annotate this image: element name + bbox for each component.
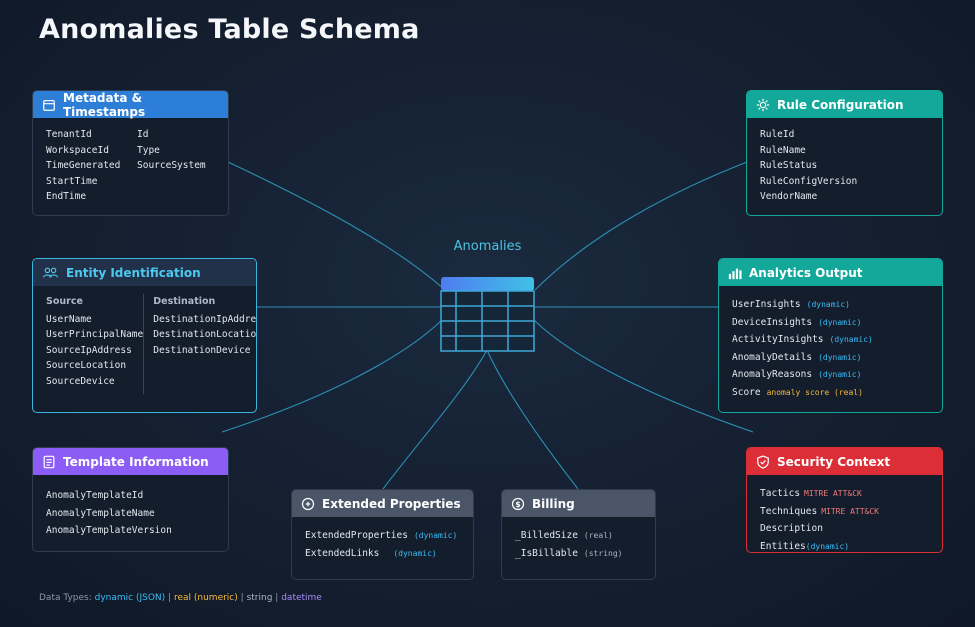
data-types-legend: Data Types: dynamic (JSON) | real (numer… [39,593,322,603]
field: TenantId [46,129,92,140]
security-header: Security Context [747,448,942,475]
field: DestinationDevice [153,344,251,356]
legend-sep: | [240,593,244,603]
field: SourceDevice [46,375,115,387]
analytics-title: Analytics Output [749,265,863,280]
destination-header: Destination [153,296,216,307]
security-title: Security Context [777,454,891,469]
calendar-icon [43,99,55,111]
metadata-title: Metadata & Timestamps [63,90,146,119]
field: AnomalyTemplateVersion [46,525,172,536]
metadata-card: Metadata & Timestamps TenantId Workspace… [32,90,229,216]
gear-icon [756,98,770,111]
field: StartTime [46,175,98,187]
page-title: Anomalies Table Schema [39,14,420,45]
field: DestinationLocation [153,329,257,340]
field: Id [137,129,149,140]
entity-title: Entity Identification [66,265,201,280]
metadata-header: Metadata & Timestamps [33,90,228,119]
template-header: Template Information [33,448,228,475]
connector-security [533,319,754,433]
legend-sep: | [275,593,279,603]
legend-dynamic: dynamic (JSON) [94,593,166,603]
legend-prefix: Data Types: [39,593,92,603]
field: RuleId [760,129,795,140]
field: EndTime [46,191,87,202]
field: ExtendedProperties(dynamic) [305,530,458,541]
document-icon [43,455,55,468]
field: DestinationIpAddress [153,313,257,325]
billing-header: $ Billing [502,490,655,517]
field: UserPrincipalName [46,329,144,340]
field: SourceSystem [137,160,206,171]
connector-billing [486,349,579,490]
connector-template [221,319,443,433]
field: UserInsights(dynamic) [732,299,850,310]
field: TimeGenerated [46,160,121,171]
extended-header: Extended Properties [292,490,473,517]
field: _IsBillable(string) [515,547,623,559]
extended-card: Extended Properties ExtendedProperties(d… [291,489,474,580]
legend-sep: | [168,593,172,603]
field: WorkspaceId [46,144,109,156]
template-card: Template Information AnomalyTemplateId A… [32,447,229,552]
rule-card: Rule Configuration RuleId RuleName RuleS… [746,90,943,216]
field: RuleConfigVersion [760,175,858,187]
billing-title: Billing [532,496,575,511]
bar-chart-icon [728,268,742,279]
field: _BilledSize(real) [515,530,613,541]
field: UserName [46,313,92,325]
connector-rule [534,161,748,291]
field: AnomalyReasons(dynamic) [732,369,862,380]
analytics-header: Analytics Output [719,259,942,286]
field: DeviceInsights(dynamic) [732,316,862,328]
field: AnomalyDetails(dynamic) [732,351,862,363]
analytics-card: Analytics Output UserInsights(dynamic) D… [718,258,943,413]
rule-title: Rule Configuration [777,97,904,112]
users-icon [42,267,59,278]
field: AnomalyTemplateName [46,507,155,519]
legend-real: real (numeric) [173,593,238,603]
field: ActivityInsights(dynamic) [732,334,873,345]
field: ExtendedLinks(dynamic) [305,547,437,559]
field: Description [760,523,823,534]
entity-card: Entity Identification Source UserName Us… [32,258,257,413]
field: Entities(dynamic) [760,540,850,552]
field: AnomalyTemplateId [46,490,144,501]
connector-metadata [227,161,446,291]
shield-icon [757,454,769,469]
field: RuleStatus [760,160,818,171]
svg-text:$: $ [515,499,520,508]
template-title: Template Information [63,454,209,469]
source-header: Source [46,296,83,307]
billing-card: $ Billing _BilledSize(real) _IsBillable(… [501,489,656,580]
field: SourceLocation [46,360,127,371]
center-label: Anomalies [453,239,522,254]
table-icon [440,277,535,352]
field: Type [137,144,160,156]
dollar-icon: $ [511,497,525,510]
field: RuleName [760,144,806,156]
field: SourceIpAddress [46,344,132,356]
field: VendorName [760,191,818,202]
connector-extended [382,349,488,490]
plus-circle-icon [301,497,315,510]
entity-header: Entity Identification [33,259,256,286]
legend-string: string [246,593,273,603]
extended-title: Extended Properties [322,496,461,511]
rule-header: Rule Configuration [747,91,942,118]
legend-datetime: datetime [281,593,322,603]
